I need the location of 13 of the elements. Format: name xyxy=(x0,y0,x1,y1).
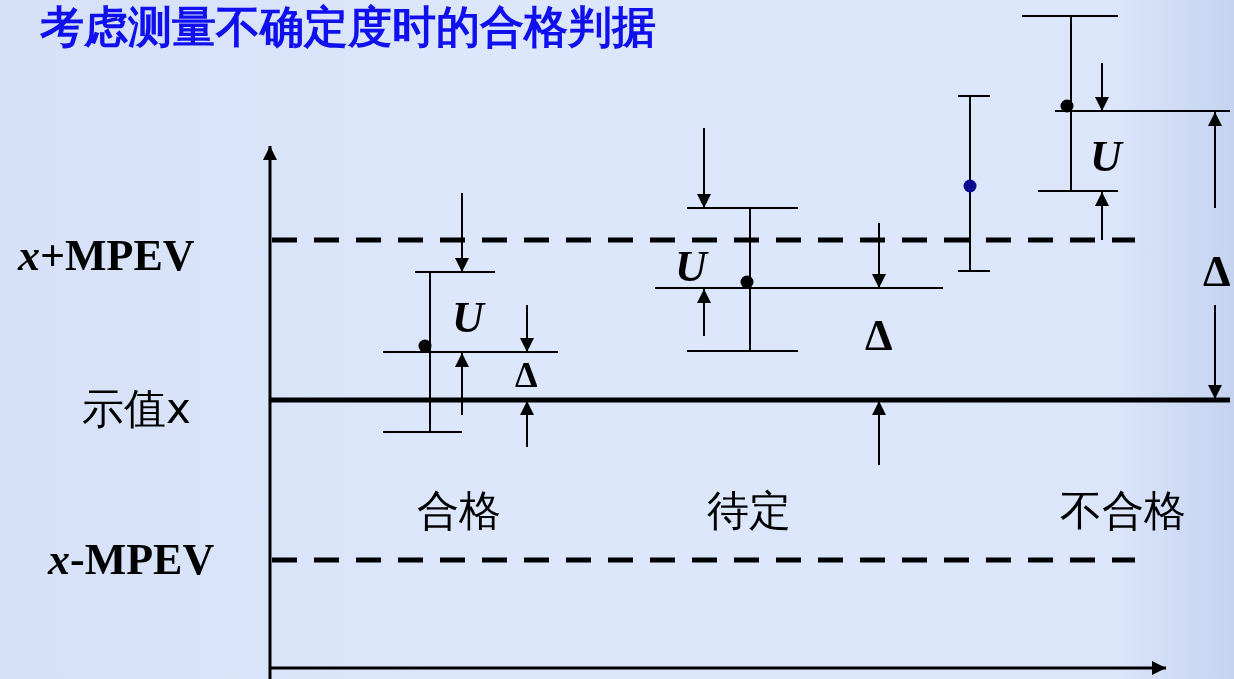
category-label: 合格 xyxy=(417,490,501,532)
symbol-label: U xyxy=(675,245,707,289)
axis-label: x+MPEV xyxy=(18,234,195,278)
symbol-label: Δ xyxy=(1203,250,1231,294)
title: 考虑测量不确定度时的合格判据 xyxy=(40,3,656,52)
axis-label: 示值x xyxy=(82,388,191,430)
category-label: 不合格 xyxy=(1060,490,1186,532)
symbol-label: Δ xyxy=(865,314,893,358)
symbol-label: U xyxy=(452,296,484,340)
symbol-label: U xyxy=(1090,135,1122,179)
symbol-label: Δ xyxy=(515,357,538,393)
axis-label: x-MPEV xyxy=(48,538,215,582)
category-label: 待定 xyxy=(707,490,791,532)
